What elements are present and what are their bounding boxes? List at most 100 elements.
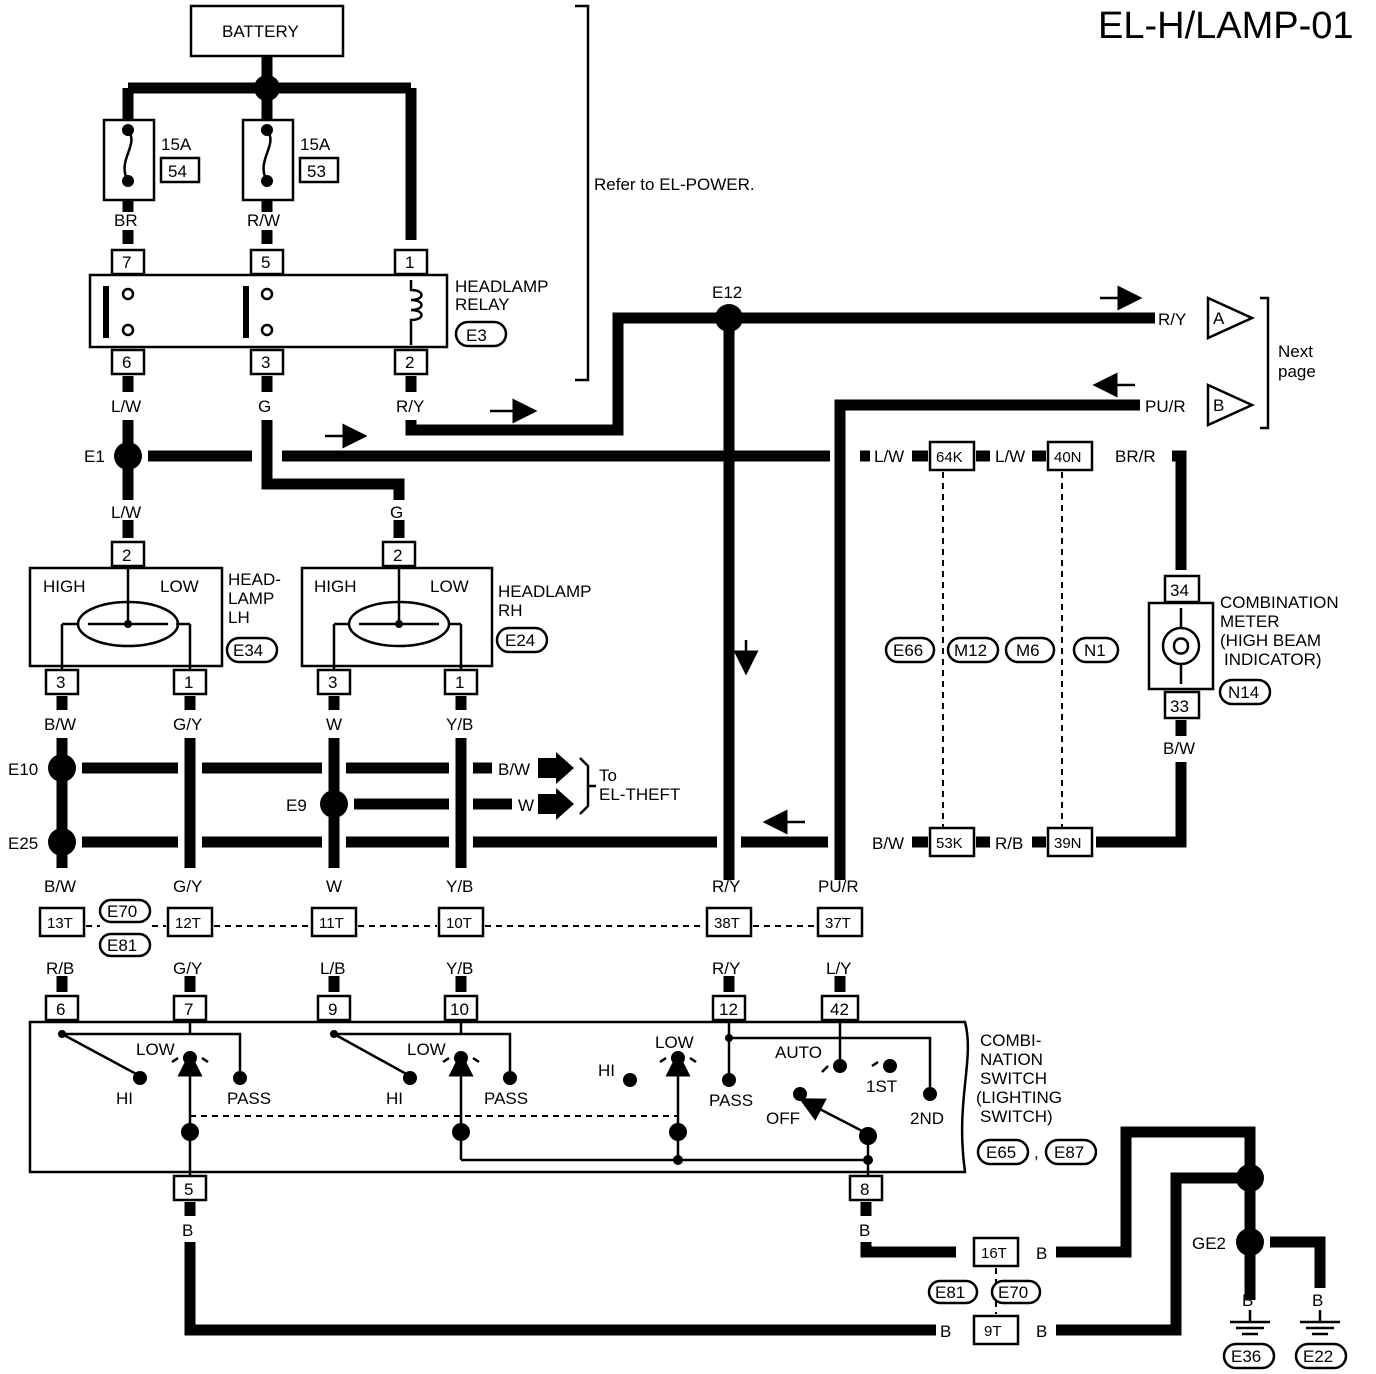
next-page-2: page <box>1278 362 1316 381</box>
inline-40n: 40N <box>1054 449 1082 466</box>
inline-37t: 37T <box>825 915 851 932</box>
relay-name-1: HEADLAMP <box>455 277 549 296</box>
inline-64k: 64K <box>936 449 963 466</box>
wire-label-g-2: G <box>390 503 403 522</box>
sw-pin-7: 7 <box>184 1000 193 1019</box>
inline-38t: 38T <box>714 915 740 932</box>
wire-label-ry-1: R/Y <box>396 397 424 416</box>
wire-label-ly: L/Y <box>826 959 852 978</box>
lh-pin-1: 1 <box>184 673 193 692</box>
next-page-bracket <box>1260 296 1270 430</box>
meter-pin-33: 33 <box>1170 697 1189 716</box>
sw-low-2: LOW <box>407 1040 446 1059</box>
meter-connector: N14 <box>1228 683 1259 702</box>
wire-label-lw-2: L/W <box>874 447 904 466</box>
relay-name-2: RELAY <box>455 295 510 314</box>
fuse-54: 15A 54 <box>102 118 201 212</box>
to-theft-1: To <box>599 766 617 785</box>
ground-wires <box>184 1126 1340 1336</box>
meter-name-2: METER <box>1220 612 1280 631</box>
ref-e81-1: E81 <box>107 936 137 955</box>
wire-label-b-7: B <box>1312 1291 1323 1310</box>
wire-label-w-1: W <box>326 715 342 734</box>
wire-label-w-2: W <box>518 796 534 815</box>
sw-pass-2: PASS <box>484 1089 528 1108</box>
wire-label-lw-3: L/W <box>995 447 1025 466</box>
wire-label-ry-4: R/Y <box>712 959 740 978</box>
sw-2nd: 2ND <box>910 1109 944 1128</box>
relay-pin-3: 3 <box>261 353 270 372</box>
rh-connector: E24 <box>505 631 535 650</box>
relay-pin-2: 2 <box>405 353 414 372</box>
inline-10t: 10T <box>446 915 472 932</box>
wire-label-b-4: B <box>1036 1244 1047 1263</box>
inline-53k: 53K <box>936 835 963 852</box>
wire-label-pur-1: PU/R <box>1145 397 1186 416</box>
wire-label-rb-1: R/B <box>995 834 1023 853</box>
inline-39n: 39N <box>1054 835 1082 852</box>
relay-pin-5: 5 <box>261 253 270 272</box>
headlamp-lh: L/W 2 HIGH LOW HEAD- LAMP LH E34 3 1 <box>28 503 281 696</box>
rh-name-1: HEADLAMP <box>498 582 592 601</box>
connector-b-label: B <box>1213 396 1224 415</box>
fuse-53-amp: 15A <box>300 135 331 154</box>
next-page-1: Next <box>1278 342 1313 361</box>
meter-name-4: INDICATOR) <box>1224 650 1322 669</box>
pur-wire <box>834 372 1140 880</box>
joint-e9: E9 <box>286 796 307 815</box>
fuse-53: 15A 53 <box>241 118 340 212</box>
inline-connector-row <box>38 906 864 938</box>
battery-bus <box>122 56 417 240</box>
wire-label-yb-1: Y/B <box>446 715 473 734</box>
wire-label-brr: BR/R <box>1115 447 1156 466</box>
fuse-54-amp: 15A <box>161 135 192 154</box>
wire-label-yb-2: Y/B <box>446 877 473 896</box>
joint-e10: E10 <box>8 760 38 779</box>
sw-pin-5: 5 <box>184 1180 193 1199</box>
rh-high: HIGH <box>314 577 357 596</box>
battery-box <box>189 4 345 58</box>
wire-label-bw-4: B/W <box>44 877 76 896</box>
relay-connector: E3 <box>466 326 487 345</box>
wire-label-ry-2: R/Y <box>1158 310 1186 329</box>
ref-e70-2: E70 <box>998 1283 1028 1302</box>
wire-label-b-5: B <box>1036 1322 1047 1341</box>
connector-b <box>1206 383 1256 427</box>
sw-name-4: (LIGHTING <box>976 1088 1062 1107</box>
sw-name-2: NATION <box>980 1050 1043 1069</box>
relay-pin-6: 6 <box>122 353 131 372</box>
to-theft-2: EL-THEFT <box>599 785 680 804</box>
battery-label: BATTERY <box>222 22 299 41</box>
sw-pass-1: PASS <box>227 1089 271 1108</box>
wire-label-b-3: B <box>940 1322 951 1341</box>
ref-m6: M6 <box>1016 641 1040 660</box>
inline-16t: 16T <box>981 1245 1007 1262</box>
headlamp-relay: 7 5 1 6 3 2 HEADLAMP RELAY E3 <box>88 248 549 376</box>
lh-name-2: LAMP <box>228 589 274 608</box>
wire-label-bw-2: B/W <box>44 715 76 734</box>
sw-pin-8: 8 <box>860 1180 869 1199</box>
wire-label-w-3: W <box>326 877 342 896</box>
sw-pass-3: PASS <box>709 1091 753 1110</box>
e1-wire <box>114 420 870 500</box>
rh-name-2: RH <box>498 601 523 620</box>
sw-low-3: LOW <box>655 1033 694 1052</box>
sw-auto: AUTO <box>775 1043 822 1062</box>
wire-label-lb: L/B <box>320 959 346 978</box>
meter-name-3: (HIGH BEAM <box>1220 631 1321 650</box>
sw-pin-9: 9 <box>328 1000 337 1019</box>
inline-9t: 9T <box>984 1323 1002 1340</box>
joint-e25: E25 <box>8 834 38 853</box>
joint-e1: E1 <box>84 447 105 466</box>
wire-label-gy-3: G/Y <box>173 959 202 978</box>
wire-label-yb-3: Y/B <box>446 959 473 978</box>
combination-meter: 34 33 COMBINATION METER (HIGH BEAM INDIC… <box>1147 574 1339 720</box>
wire-label-rb-2: R/B <box>46 959 74 978</box>
wire-label-b-1: B <box>182 1221 193 1240</box>
sw-pin-12: 12 <box>719 1000 738 1019</box>
meter-pin-34: 34 <box>1170 581 1189 600</box>
joint-ge2: GE2 <box>1192 1234 1226 1253</box>
ref-e66: E66 <box>893 641 923 660</box>
wire-label-b-2: B <box>859 1221 870 1240</box>
